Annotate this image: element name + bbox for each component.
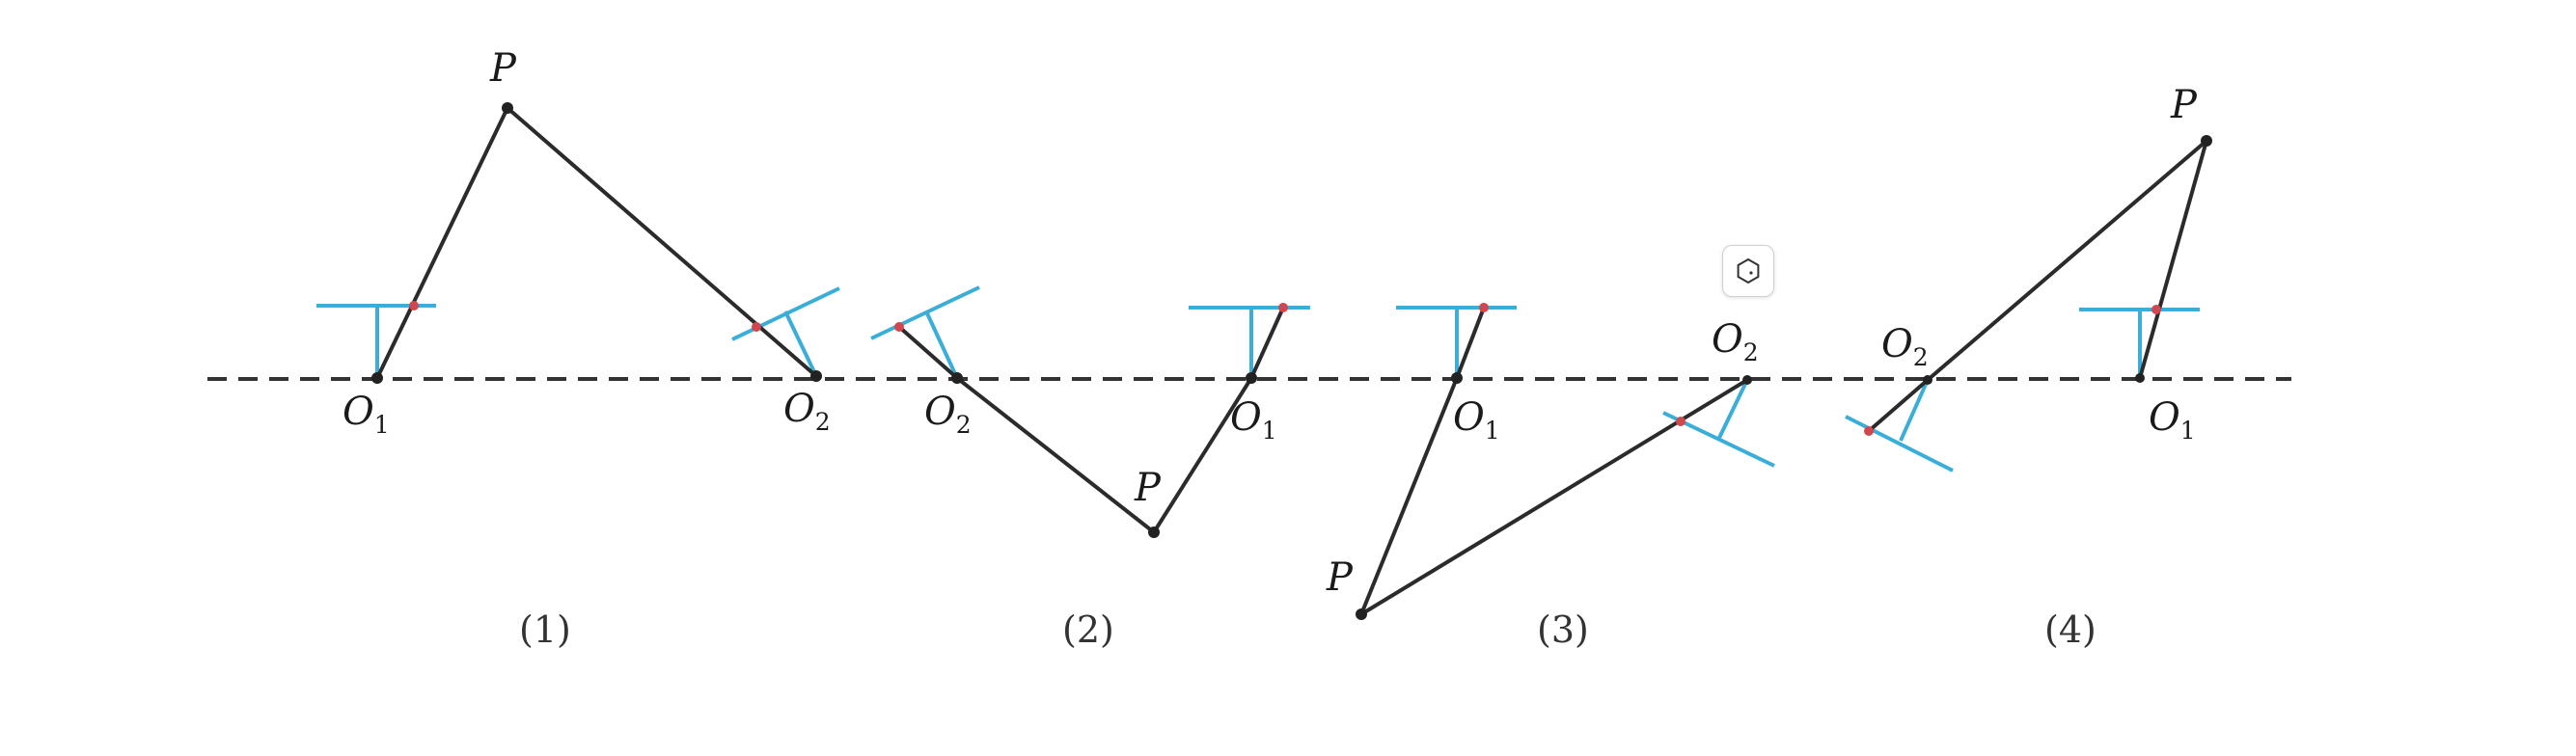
segment-o2-p [955,376,1156,534]
vertex-p [1356,608,1367,620]
panel-caption: (4) [2044,608,2096,651]
contact-point [1864,426,1874,436]
hexagon-icon [1734,256,1763,285]
segment-p-o2 [506,106,818,378]
vertex-p [1148,526,1160,538]
mirror-o2-bar [731,286,840,341]
mirror-o2-stem [925,312,959,379]
panel-1: P O1 O2 (1) [316,46,840,651]
segment-o1-contact [1455,307,1486,379]
segment-p-o2 [1359,378,1749,616]
panel-caption: (3) [1537,608,1589,651]
mirror-o2-bar [870,285,980,340]
contact-point [894,322,904,332]
contact-point [409,301,419,310]
label-p: P [1134,466,1162,510]
vertex-o1 [1246,372,1257,384]
segment-p-o1 [1152,376,1253,534]
segment-o1-contact [1249,307,1285,379]
segment-o2-contact [897,325,959,380]
mirror-o2-bar [1845,415,1954,472]
panel-3: P O1 O2 (3) [1326,303,1775,651]
vertex-o1 [371,372,383,384]
vertex-o2 [810,370,822,382]
mirror-o2-stem [783,310,818,377]
label-o1: O1 [343,390,390,439]
segment-p-o1 [2138,140,2208,379]
segment-contact-o2 [1867,378,1930,433]
label-o2: O2 [783,387,831,436]
label-p: P [1326,555,1354,600]
contact-point [1278,303,1288,312]
contact-point [1676,417,1685,426]
label-o1: O1 [1453,395,1500,445]
hexagon-widget-button[interactable] [1722,245,1774,297]
contact-point [1479,303,1489,312]
vertex-o1 [2135,373,2145,383]
label-o2: O2 [1712,317,1759,366]
panel-2: P O2 O1 (2) [870,285,1310,651]
vertex-o2 [1742,375,1752,385]
vertex-o1 [1451,372,1463,384]
panel-4: P O2 O1 (4) [1845,83,2212,651]
mirror-o2-stem [1899,379,1930,442]
label-o2: O2 [1881,322,1929,371]
contact-point [752,322,761,332]
vertex-o2 [951,372,963,384]
vertex-p [2201,135,2212,147]
label-o2: O2 [924,390,972,439]
segment-o2-p [1926,139,2208,382]
segment-o1-p [375,107,509,379]
mirror-o2-stem [1717,379,1749,439]
contact-point [2151,305,2161,314]
vertex-o2 [1923,375,1932,385]
label-p: P [2170,83,2198,127]
label-p: P [489,46,517,91]
label-o1: O1 [1230,395,1277,445]
panel-caption: (1) [519,608,571,651]
vertex-p [502,102,513,114]
segment-o1-p [1359,377,1459,615]
label-o1: O1 [2149,395,2196,445]
panel-caption: (2) [1062,608,1114,651]
